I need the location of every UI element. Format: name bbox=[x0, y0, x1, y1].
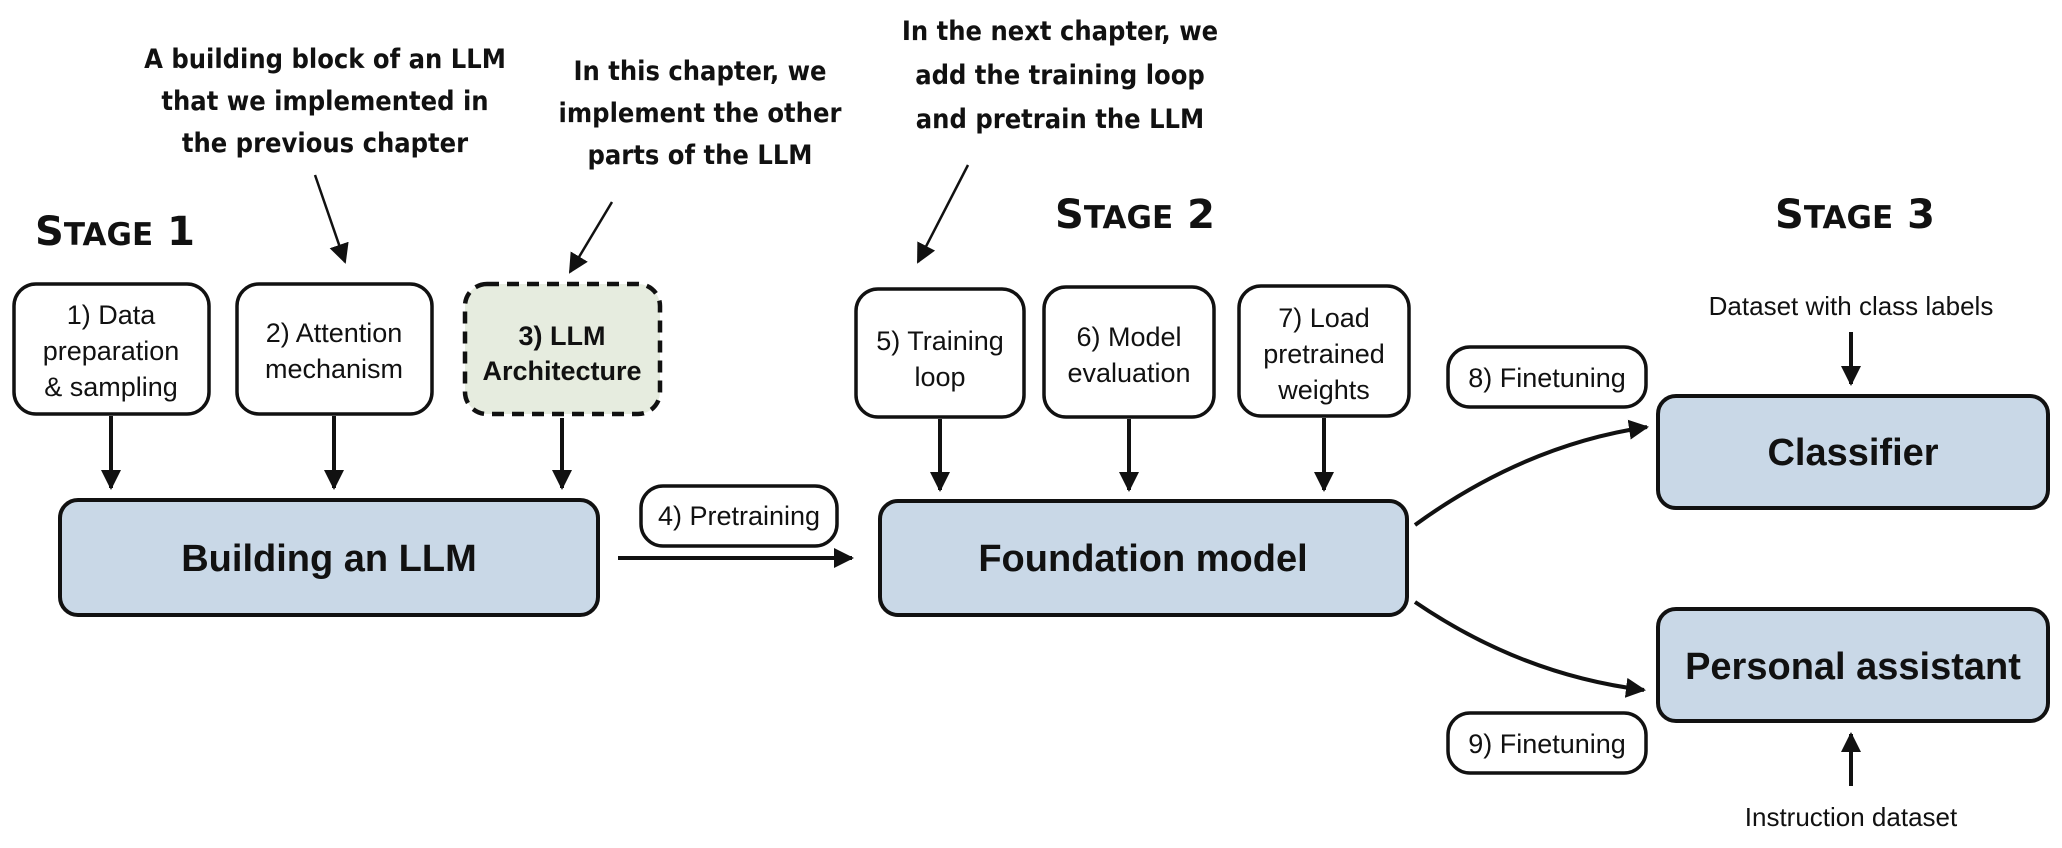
classifier-box: Classifier bbox=[1656, 394, 2050, 510]
note-prev-line-1: A building block of an LLM bbox=[144, 44, 506, 75]
step6-line-1: 6) Model bbox=[1076, 322, 1181, 352]
note-this-line-2: implement the other bbox=[559, 98, 842, 129]
step-llm-architecture: 3) LLM Architecture bbox=[462, 281, 663, 417]
note-next-arrow bbox=[916, 164, 970, 264]
arrow-foundation-to-assistant bbox=[1413, 600, 1646, 698]
note-this-line-1: In this chapter, we bbox=[573, 56, 826, 87]
step7-line-3: weights bbox=[1277, 375, 1370, 405]
arrow-foundation-to-classifier bbox=[1413, 419, 1649, 527]
classifier-label: Classifier bbox=[1767, 432, 1938, 474]
step-load-pretrained-weights: 7) Load pretrained weights bbox=[1237, 284, 1411, 418]
note-next-line-3: and pretrain the LLM bbox=[916, 104, 1204, 135]
note-prev-line-3: the previous chapter bbox=[182, 128, 468, 159]
note-prev-line-2: that we implemented in bbox=[161, 86, 488, 117]
step-pretraining: 4) Pretraining bbox=[639, 484, 839, 548]
stage-3-title: STAGE 3 bbox=[1775, 192, 1935, 238]
note-next-line-2: add the training loop bbox=[915, 60, 1205, 91]
personal-assistant-label: Personal assistant bbox=[1685, 646, 2021, 688]
note-this-line-3: parts of the LLM bbox=[588, 140, 813, 171]
step-finetuning-8: 8) Finetuning bbox=[1446, 345, 1648, 409]
step2-line-2: mechanism bbox=[265, 354, 403, 384]
building-llm-label: Building an LLM bbox=[181, 538, 477, 580]
step-attention-mechanism: 2) Attention mechanism bbox=[235, 282, 434, 416]
instruction-dataset-label: Instruction dataset bbox=[1745, 802, 1958, 832]
note-this-chapter: In this chapter, we implement the other … bbox=[559, 56, 842, 171]
building-llm-box: Building an LLM bbox=[58, 498, 600, 617]
step1-line-3: & sampling bbox=[44, 372, 178, 402]
step-data-preparation: 1) Data preparation & sampling bbox=[12, 282, 211, 416]
note-next-chapter: In the next chapter, we add the training… bbox=[902, 16, 1218, 135]
step-model-evaluation: 6) Model evaluation bbox=[1042, 285, 1216, 419]
step5-line-2: loop bbox=[914, 362, 965, 392]
stage-2-title: STAGE 2 bbox=[1055, 192, 1215, 238]
note-this-arrow bbox=[568, 201, 614, 274]
step7-line-2: pretrained bbox=[1263, 339, 1385, 369]
foundation-model-box: Foundation model bbox=[878, 499, 1409, 617]
step-finetuning-9: 9) Finetuning bbox=[1446, 711, 1648, 775]
note-next-line-1: In the next chapter, we bbox=[902, 16, 1218, 47]
step2-line-1: 2) Attention bbox=[266, 318, 403, 348]
step3-line-1: 3) LLM bbox=[519, 321, 606, 351]
step7-line-1: 7) Load bbox=[1278, 303, 1370, 333]
stage-1-title: STAGE 1 bbox=[35, 209, 195, 255]
foundation-model-label: Foundation model bbox=[978, 538, 1307, 580]
step1-line-1: 1) Data bbox=[67, 300, 157, 330]
personal-assistant-box: Personal assistant bbox=[1656, 607, 2050, 723]
step6-line-2: evaluation bbox=[1067, 358, 1190, 388]
note-prev-arrow bbox=[313, 174, 349, 264]
dataset-class-labels-label: Dataset with class labels bbox=[1709, 291, 1994, 321]
note-previous-chapter: A building block of an LLM that we imple… bbox=[144, 44, 506, 159]
step1-line-2: preparation bbox=[43, 336, 180, 366]
step8-label: 8) Finetuning bbox=[1468, 363, 1626, 393]
step4-label: 4) Pretraining bbox=[658, 501, 820, 531]
step3-line-2: Architecture bbox=[482, 356, 641, 386]
step9-label: 9) Finetuning bbox=[1468, 729, 1626, 759]
step-training-loop: 5) Training loop bbox=[854, 287, 1026, 419]
step5-line-1: 5) Training bbox=[876, 326, 1004, 356]
